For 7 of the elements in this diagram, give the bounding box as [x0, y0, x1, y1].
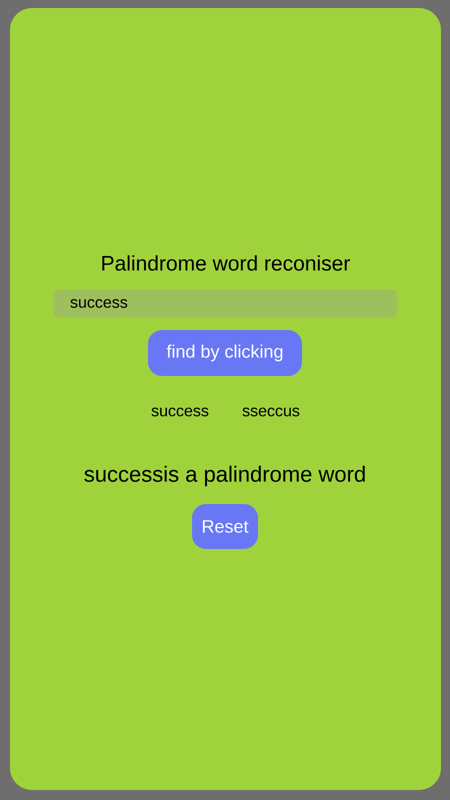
button: find by clicking: [148, 330, 302, 376]
word-text: sseccus: [242, 408, 300, 416]
word-text: success: [152, 408, 208, 416]
result-text: successis a palindrome word: [84, 466, 365, 486]
button: Reset: [192, 504, 258, 549]
input-field: success: [54, 290, 397, 317]
heading: Palindrome word reconiser: [102, 255, 350, 271]
